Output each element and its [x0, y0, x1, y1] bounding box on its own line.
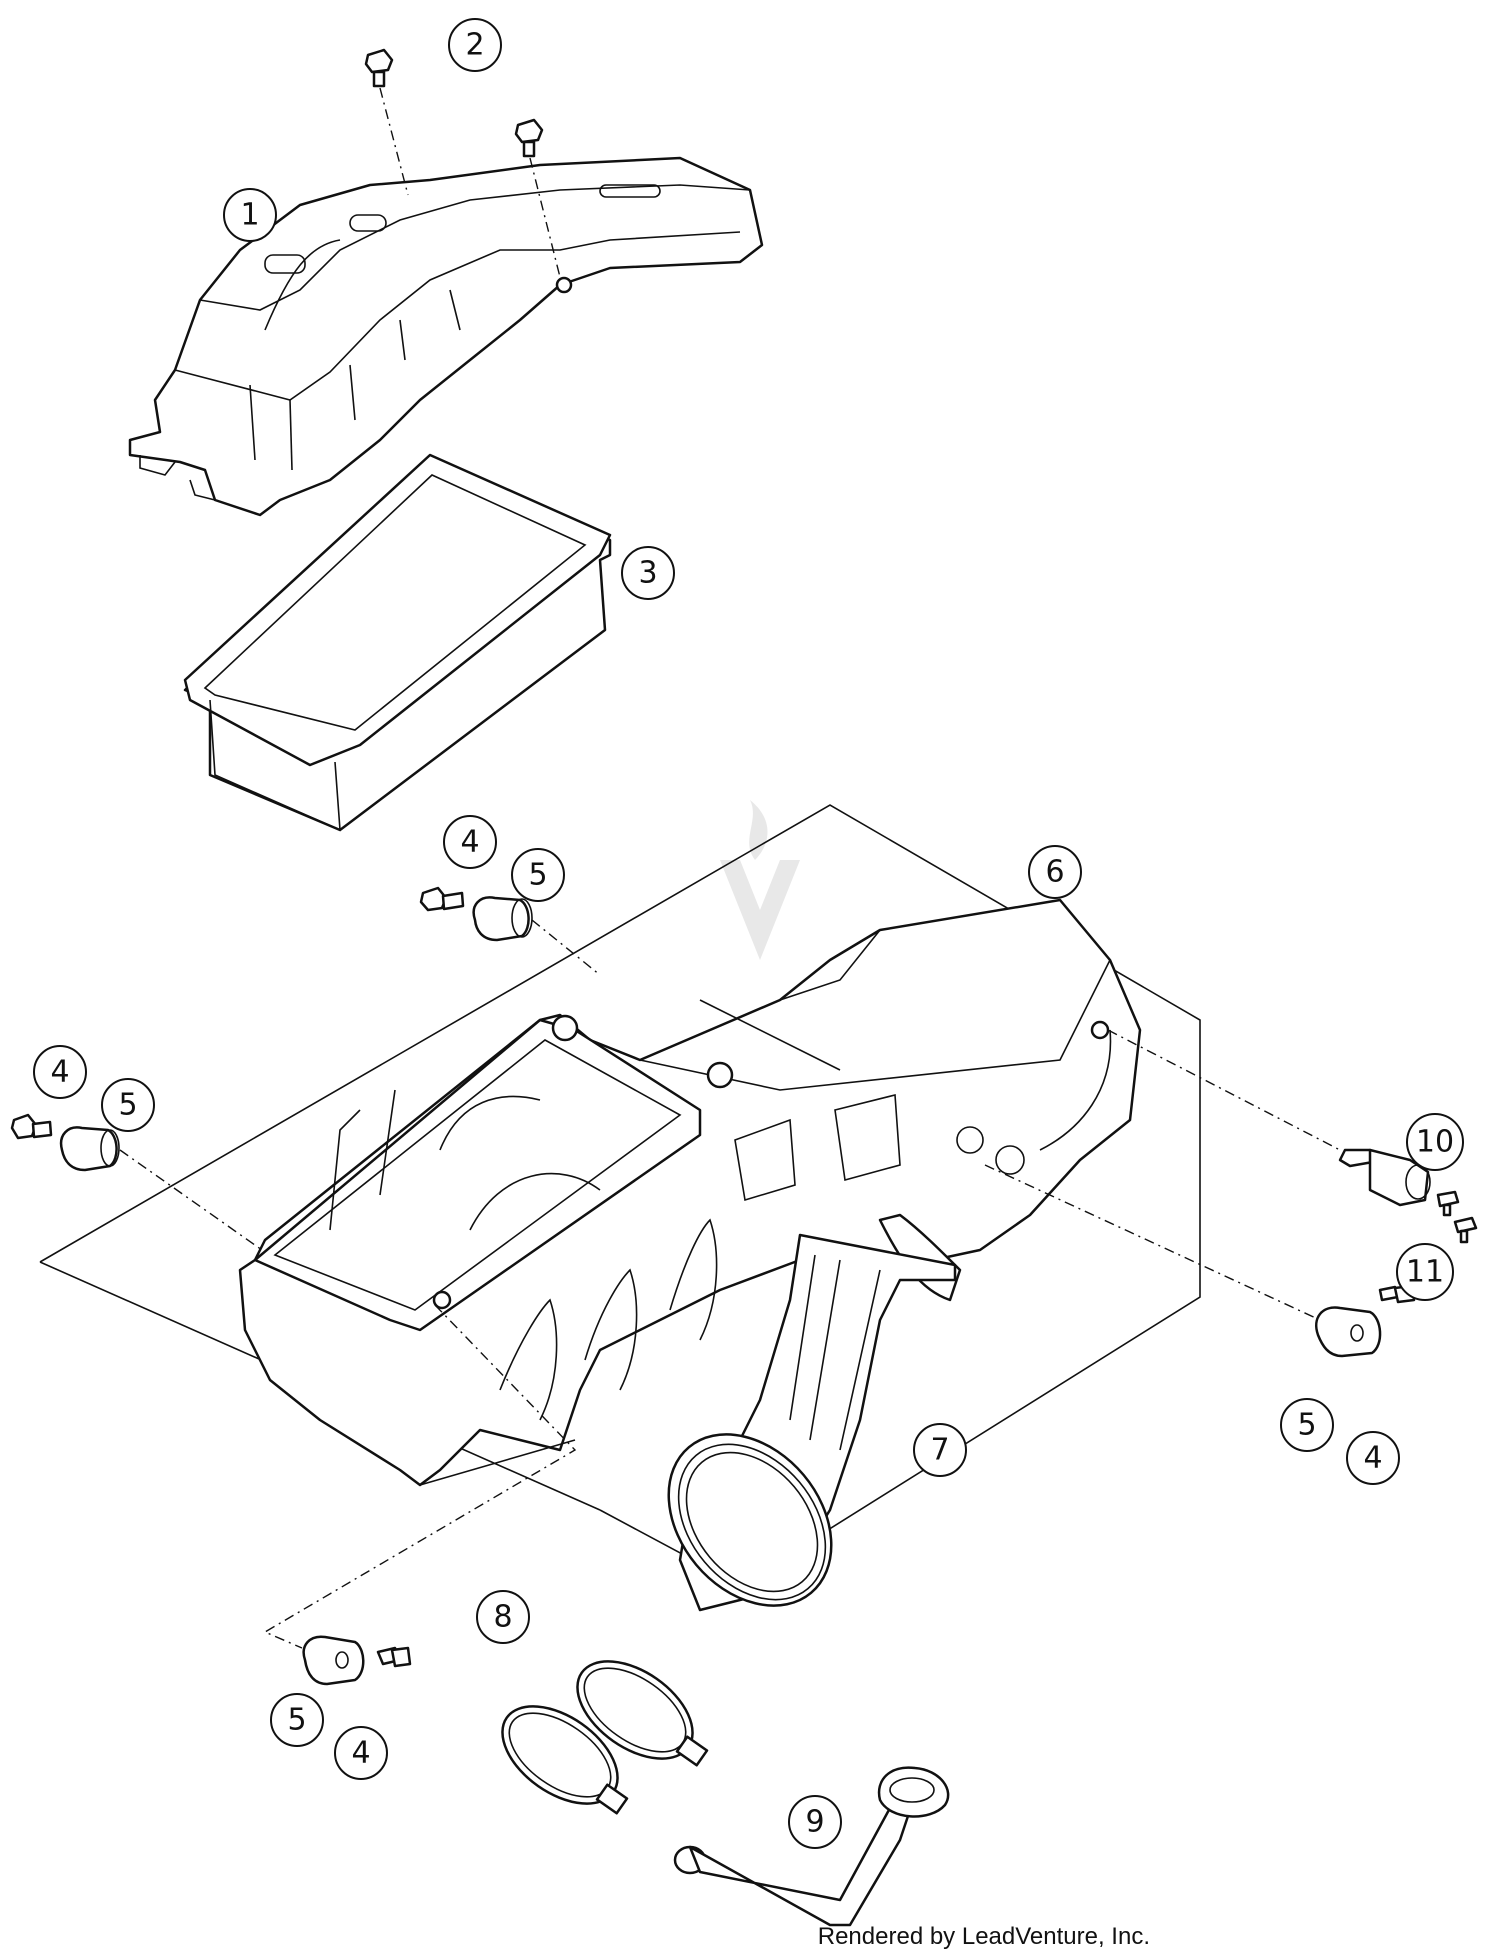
airbox-cover [128, 156, 764, 517]
grommet-bolt-top [419, 886, 601, 976]
callout-label: 5 [528, 858, 547, 893]
callout-label: 10 [1416, 1125, 1454, 1160]
callout-8: 8 [476, 1590, 530, 1644]
callout-5-right: 5 [1280, 1398, 1334, 1452]
callout-label: 4 [50, 1055, 69, 1090]
callout-11: 11 [1396, 1243, 1454, 1301]
callout-label: 4 [460, 825, 479, 860]
intake-boot [667, 1233, 957, 1612]
callout-label: 11 [1406, 1255, 1444, 1290]
callout-label: 9 [805, 1805, 824, 1840]
callout-label: 5 [1297, 1408, 1316, 1443]
callout-6: 6 [1028, 845, 1082, 899]
callout-label: 6 [1045, 855, 1064, 890]
callout-4-left: 4 [33, 1045, 87, 1099]
callout-label: 1 [240, 198, 259, 233]
callout-5-top: 5 [511, 848, 565, 902]
callout-5-lower: 5 [270, 1693, 324, 1747]
temperature-sensor [1107, 1029, 1431, 1207]
callout-3: 3 [621, 546, 675, 600]
callout-4-top: 4 [443, 815, 497, 869]
cover-screw-right [514, 118, 573, 294]
drain-hose [673, 1766, 950, 1927]
callout-label: 8 [493, 1600, 512, 1635]
sensor-screw-upper [1436, 1190, 1460, 1217]
hose-clamps [501, 1660, 709, 1815]
callout-7: 7 [913, 1423, 967, 1477]
callout-2: 2 [448, 18, 502, 72]
grommet-bolt-left [10, 1113, 263, 1251]
callout-label: 4 [351, 1736, 370, 1771]
callout-9: 9 [788, 1795, 842, 1849]
callout-label: 7 [930, 1433, 949, 1468]
sensor-screw-lower [1453, 1216, 1478, 1244]
grommet-bolt-lower [263, 1304, 577, 1686]
callout-5-left: 5 [101, 1078, 155, 1132]
callout-label: 4 [1363, 1441, 1382, 1476]
callout-label: 5 [118, 1088, 137, 1123]
callout-label: 5 [287, 1703, 306, 1738]
render-credit: Rendered by LeadVenture, Inc. [817, 1923, 1150, 1950]
callout-4-right: 4 [1346, 1431, 1400, 1485]
grommet-bolt-right [984, 1164, 1416, 1358]
callout-4-lower: 4 [334, 1726, 388, 1780]
callout-10: 10 [1406, 1113, 1464, 1171]
air-filter [183, 453, 612, 832]
airbox-body [238, 898, 1142, 1487]
watermark-logo [720, 800, 800, 960]
callout-label: 3 [638, 556, 657, 591]
cover-screw-left [364, 48, 409, 196]
callout-label: 2 [465, 28, 484, 63]
callout-1: 1 [223, 188, 277, 242]
